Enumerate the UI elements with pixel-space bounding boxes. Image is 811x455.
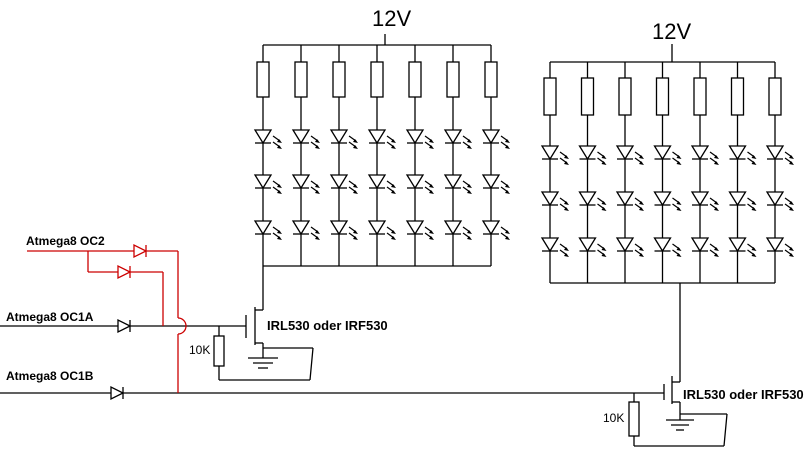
- led-icon: [444, 220, 473, 241]
- resistor-label-right: 10K: [603, 411, 625, 425]
- led-icon: [541, 237, 570, 258]
- series-resistor: [332, 61, 346, 98]
- led-string-left: [482, 45, 511, 266]
- series-resistor: [256, 61, 270, 98]
- series-resistor: [580, 77, 595, 116]
- led-icon: [766, 191, 795, 212]
- led-string-left: [406, 45, 435, 266]
- led-icon: [254, 220, 283, 241]
- led-icon: [541, 145, 570, 166]
- led-string-right: [691, 62, 720, 283]
- led-icon: [728, 191, 758, 212]
- series-resistor: [543, 77, 557, 116]
- oc2-diode-network: [27, 244, 187, 393]
- series-resistor: [693, 77, 707, 116]
- led-icon: [482, 129, 511, 150]
- led-icon: [482, 174, 511, 195]
- led-icon: [653, 145, 683, 166]
- input-label-oc2: Atmega8 OC2: [26, 234, 105, 248]
- series-resistor: [768, 77, 782, 116]
- supply-label-left: 12V: [372, 6, 412, 31]
- led-icon: [444, 129, 473, 150]
- led-icon: [406, 174, 435, 195]
- led-icon: [330, 129, 359, 150]
- led-string-right: [616, 62, 645, 283]
- led-icon: [368, 129, 397, 150]
- led-icon: [578, 191, 608, 212]
- series-resistor: [618, 77, 632, 116]
- led-icon: [368, 174, 397, 195]
- led-icon: [292, 174, 321, 195]
- led-string-left: [444, 45, 473, 266]
- led-string-left: [292, 45, 321, 266]
- resistor-label-left: 10K: [189, 343, 211, 357]
- supply-label-right: 12V: [652, 19, 692, 44]
- series-resistor: [655, 77, 670, 116]
- led-icon: [578, 237, 608, 258]
- series-resistor: [484, 61, 498, 98]
- input-label-oc1a: Atmega8 OC1A: [6, 310, 94, 324]
- led-icon: [616, 191, 645, 212]
- led-icon: [368, 220, 397, 241]
- led-string-right: [653, 62, 683, 283]
- led-bank-right: [541, 44, 795, 284]
- led-icon: [330, 174, 359, 195]
- led-icon: [482, 220, 511, 241]
- mosfet-label-left: IRL530 oder IRF530: [267, 318, 388, 333]
- diode-oc1a: [117, 319, 131, 333]
- resistor-left: [213, 326, 314, 381]
- led-icon: [653, 191, 683, 212]
- led-icon: [728, 237, 758, 258]
- led-strings-left: [254, 45, 511, 266]
- led-icon: [330, 220, 359, 241]
- led-icon: [541, 191, 570, 212]
- series-resistor: [408, 61, 422, 98]
- led-string-right: [578, 62, 608, 283]
- led-icon: [254, 129, 283, 150]
- series-resistor: [730, 77, 745, 116]
- led-string-left: [330, 45, 359, 266]
- led-icon: [292, 129, 321, 150]
- led-string-left: [368, 45, 397, 266]
- led-icon: [578, 145, 608, 166]
- led-string-right: [766, 62, 795, 283]
- led-icon: [444, 174, 473, 195]
- led-icon: [766, 237, 795, 258]
- led-icon: [691, 237, 720, 258]
- series-resistor: [294, 61, 308, 98]
- led-icon: [691, 191, 720, 212]
- series-resistor: [370, 61, 384, 98]
- led-string-right: [541, 62, 570, 283]
- led-icon: [406, 129, 435, 150]
- series-resistor: [446, 61, 460, 98]
- led-string-left: [254, 45, 283, 266]
- led-icon: [653, 237, 683, 258]
- led-icon: [691, 145, 720, 166]
- diode-oc1b: [110, 386, 124, 400]
- mosfet-right: [0, 283, 694, 431]
- mosfet-label-right: IRL530 oder IRF530: [683, 387, 804, 402]
- led-icon: [766, 145, 795, 166]
- led-icon: [616, 145, 645, 166]
- led-icon: [406, 220, 435, 241]
- resistor-right: [628, 393, 728, 447]
- led-string-right: [728, 62, 758, 283]
- led-icon: [292, 220, 321, 241]
- led-icon: [254, 174, 283, 195]
- led-bank-left: [254, 34, 511, 267]
- led-strings-right: [541, 62, 795, 283]
- led-icon: [728, 145, 758, 166]
- input-label-oc1b: Atmega8 OC1B: [6, 369, 94, 383]
- led-icon: [616, 237, 645, 258]
